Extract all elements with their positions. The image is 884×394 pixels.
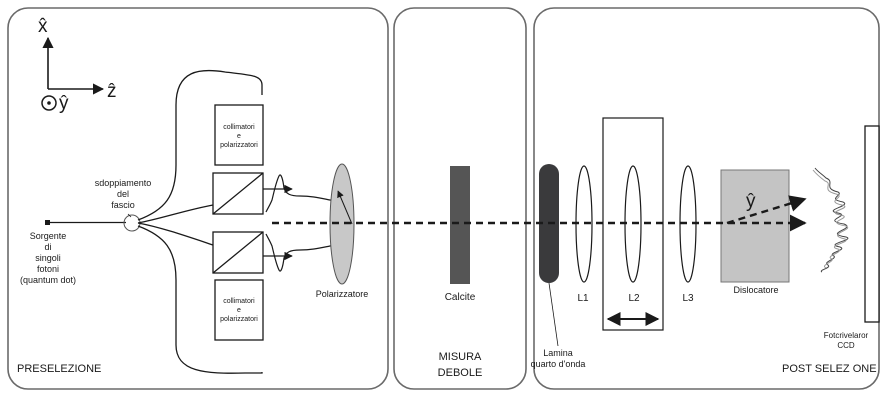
collimator-bottom-label-line3: polarizzatori: [220, 316, 258, 323]
quarter-wave-label-line2: quarto d'onda: [531, 359, 586, 369]
lens-l3-label: L3: [682, 293, 694, 304]
preselection-label: PRESELEZIONE: [17, 363, 101, 375]
ccd-signal-trace-dark: [814, 167, 849, 273]
x-axis-label: x̂: [38, 16, 48, 37]
coordinate-axes: x̂ ẑ ŷ: [38, 16, 117, 114]
source-label-line4: fotoni: [37, 264, 59, 274]
displacer-label: Dislocatore: [733, 285, 778, 295]
prism-top: [212, 172, 264, 215]
beam-split-label-line1: sdoppiamento: [95, 178, 152, 188]
collimator-top-label-line2: e: [237, 133, 241, 140]
single-photon-source: [45, 220, 50, 225]
collimator-top-label-line1: collimatori: [223, 124, 255, 131]
beam-split-label-line2: del: [117, 189, 129, 199]
preselection-panel: [7, 7, 389, 390]
collimator-bottom-label-line1: collimatori: [223, 298, 255, 305]
source-label-line3: singoli: [35, 253, 61, 263]
calcite-label: Calcite: [445, 292, 476, 303]
ccd-detector: [864, 125, 880, 323]
source-label-line5: (quantum dot): [20, 275, 76, 285]
polarizer-label: Polarizzatore: [316, 289, 369, 299]
collimator-bottom-label-line2: e: [237, 307, 241, 314]
weak-measurement-label-line2: DEBOLE: [438, 367, 483, 379]
displaced-beam: [726, 195, 807, 225]
y-axis-label: ŷ: [59, 93, 69, 114]
wave-profile-top: [265, 174, 336, 213]
lens-l1-label: L1: [577, 293, 589, 304]
collimator-bottom: [214, 279, 264, 341]
source-label-line1: Sorgente: [30, 231, 67, 241]
postselection-label: POST SELEZ ONE: [782, 363, 877, 375]
quarter-wave-label-line1: Lamina: [543, 348, 573, 358]
lens-l2-label: L2: [628, 293, 640, 304]
detector-label-line1: Fotcrivelaror: [824, 331, 869, 340]
displacer: [720, 169, 790, 283]
beam-split-circle: [123, 214, 141, 232]
calcite-crystal: [450, 166, 470, 284]
prism-bottom: [212, 231, 264, 274]
collimator-top-label-line3: polarizzatori: [220, 142, 258, 149]
z-axis-label: ẑ: [107, 81, 117, 102]
source-label-line2: di: [44, 242, 51, 252]
fiber-paths: [137, 69, 263, 374]
polarizer: [329, 163, 355, 285]
collimator-top: [214, 104, 264, 166]
weak-measurement-panel: [393, 7, 527, 390]
displacer-axis-label: ŷ: [746, 191, 756, 212]
detector-label-line2: CCD: [837, 341, 855, 350]
polarizer-axis-arrow: [337, 190, 353, 225]
wave-profile-bottom: [265, 233, 336, 272]
weak-measurement-label-line1: MISURA: [439, 351, 482, 363]
y-axis-out-of-page-symbol: [41, 95, 57, 111]
beam-split-label-line3: fascio: [111, 200, 135, 210]
ccd-signal-trace-light: [812, 169, 849, 269]
